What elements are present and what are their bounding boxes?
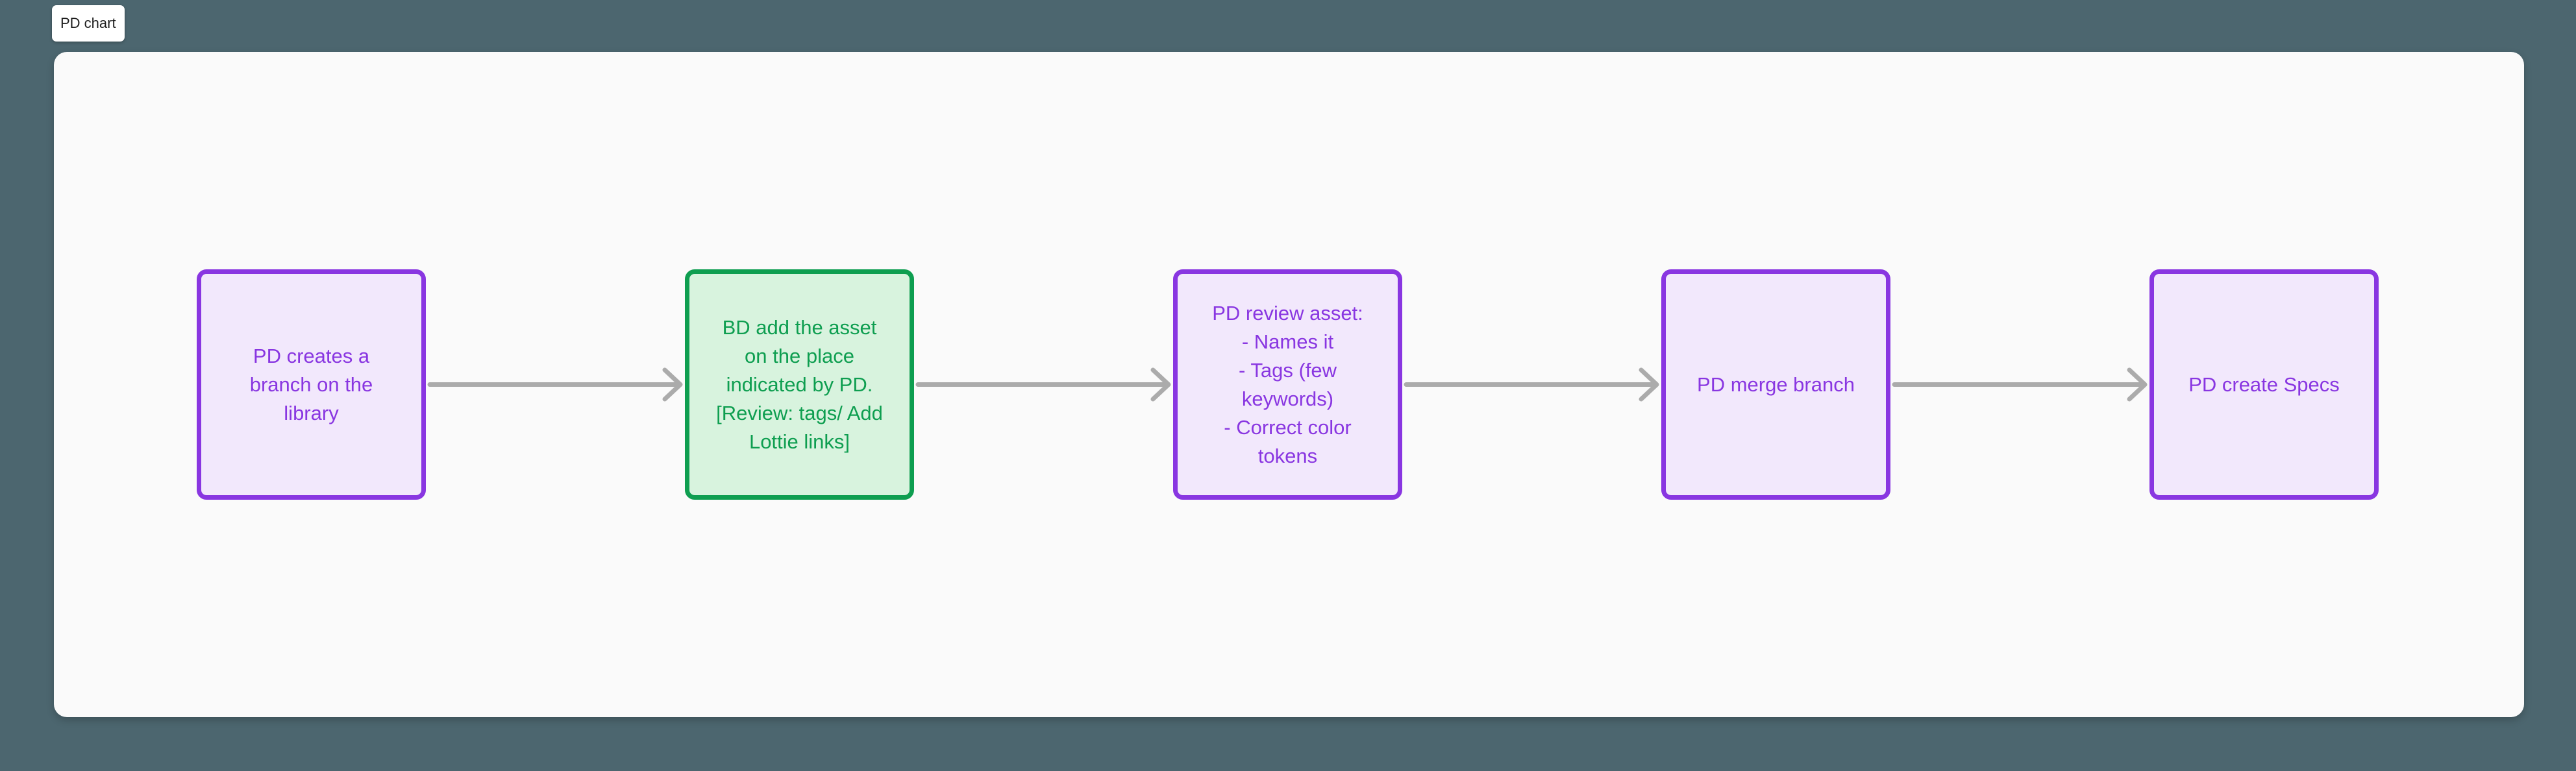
flow-node-label: PD creates a branch on the library bbox=[249, 344, 373, 424]
connector-arrow-3[interactable] bbox=[1402, 345, 1661, 424]
connector-arrow-2[interactable] bbox=[914, 345, 1173, 424]
arrowhead-icon bbox=[1150, 367, 1171, 402]
connector-arrow-4[interactable] bbox=[1890, 345, 2149, 424]
flow-node-pd-merge-branch[interactable]: PD merge branch bbox=[1661, 269, 1890, 500]
arrowhead-icon bbox=[1639, 367, 1659, 402]
flow-node-label: PD review asset: - Names it - Tags (few … bbox=[1212, 301, 1363, 467]
flow-node-label: PD merge branch bbox=[1697, 373, 1855, 396]
arrowhead-icon bbox=[662, 367, 683, 402]
flow-node-bd-add-asset[interactable]: BD add the asset on the place indicated … bbox=[685, 269, 914, 500]
flow-node-pd-create-specs[interactable]: PD create Specs bbox=[2149, 269, 2379, 500]
board-section-panel[interactable]: PD creates a branch on the library BD ad… bbox=[54, 52, 2524, 717]
flow-node-pd-review-asset[interactable]: PD review asset: - Names it - Tags (few … bbox=[1173, 269, 1402, 500]
board-title-label[interactable]: PD chart bbox=[52, 5, 125, 42]
connector-arrow-1[interactable] bbox=[426, 345, 685, 424]
flow-node-label: BD add the asset on the place indicated … bbox=[716, 315, 883, 453]
arrowhead-icon bbox=[2127, 367, 2148, 402]
flow-node-pd-creates-branch[interactable]: PD creates a branch on the library bbox=[197, 269, 426, 500]
flow-node-label: PD create Specs bbox=[2188, 373, 2340, 396]
